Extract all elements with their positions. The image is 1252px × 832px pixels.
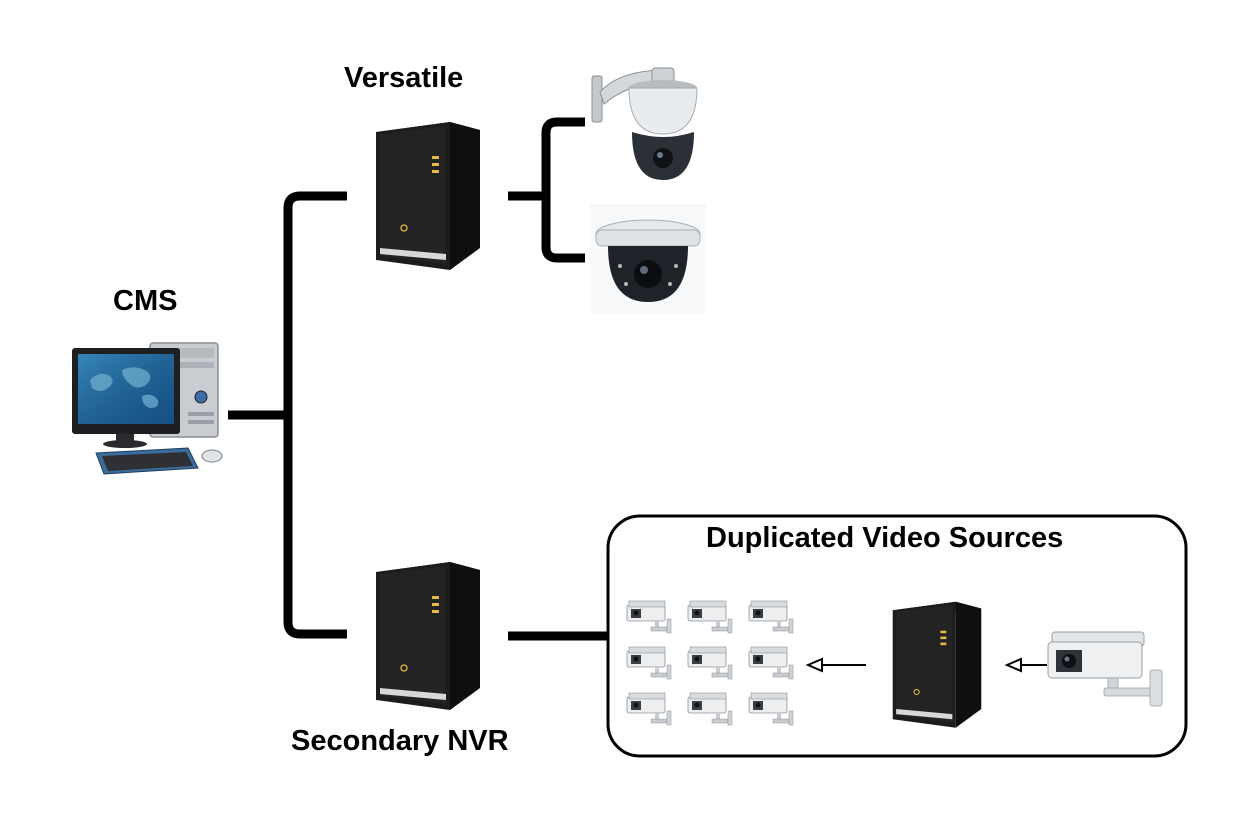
secondary-nvr-server-icon: [376, 562, 480, 710]
duplicated-camera-icon: [748, 600, 794, 634]
arrow-server-to-grid: [805, 657, 866, 673]
duplicated-camera-icon: [687, 692, 733, 726]
secondary-nvr-label: Secondary NVR: [291, 725, 509, 757]
versatile-label: Versatile: [344, 62, 464, 94]
duplicated-camera-icon: [687, 600, 733, 634]
duplicated-camera-icon: [748, 692, 794, 726]
duplicated-camera-icon: [626, 600, 672, 634]
duplicated-sources-box: [606, 514, 1188, 758]
cms-label: CMS: [113, 285, 178, 317]
duplicated-camera-icon: [626, 646, 672, 680]
arrow-camera-to-server: [1004, 657, 1047, 673]
duplicated-cameras-grid: [626, 600, 794, 726]
versatile-server-icon: [376, 122, 480, 270]
box-camera-icon: [1047, 631, 1163, 707]
source-server-icon: [892, 601, 982, 728]
camera-branch: [541, 117, 585, 263]
duplicated-camera-icon: [748, 646, 794, 680]
ptz-dome-camera-icon: [591, 67, 698, 180]
desktop-computer-icon: [72, 342, 223, 475]
main-trunk: [283, 191, 347, 639]
duplicated-sources-label: Duplicated Video Sources: [706, 522, 1064, 554]
duplicated-camera-icon: [687, 646, 733, 680]
duplicated-camera-icon: [626, 692, 672, 726]
dome-camera-icon: [590, 204, 706, 314]
